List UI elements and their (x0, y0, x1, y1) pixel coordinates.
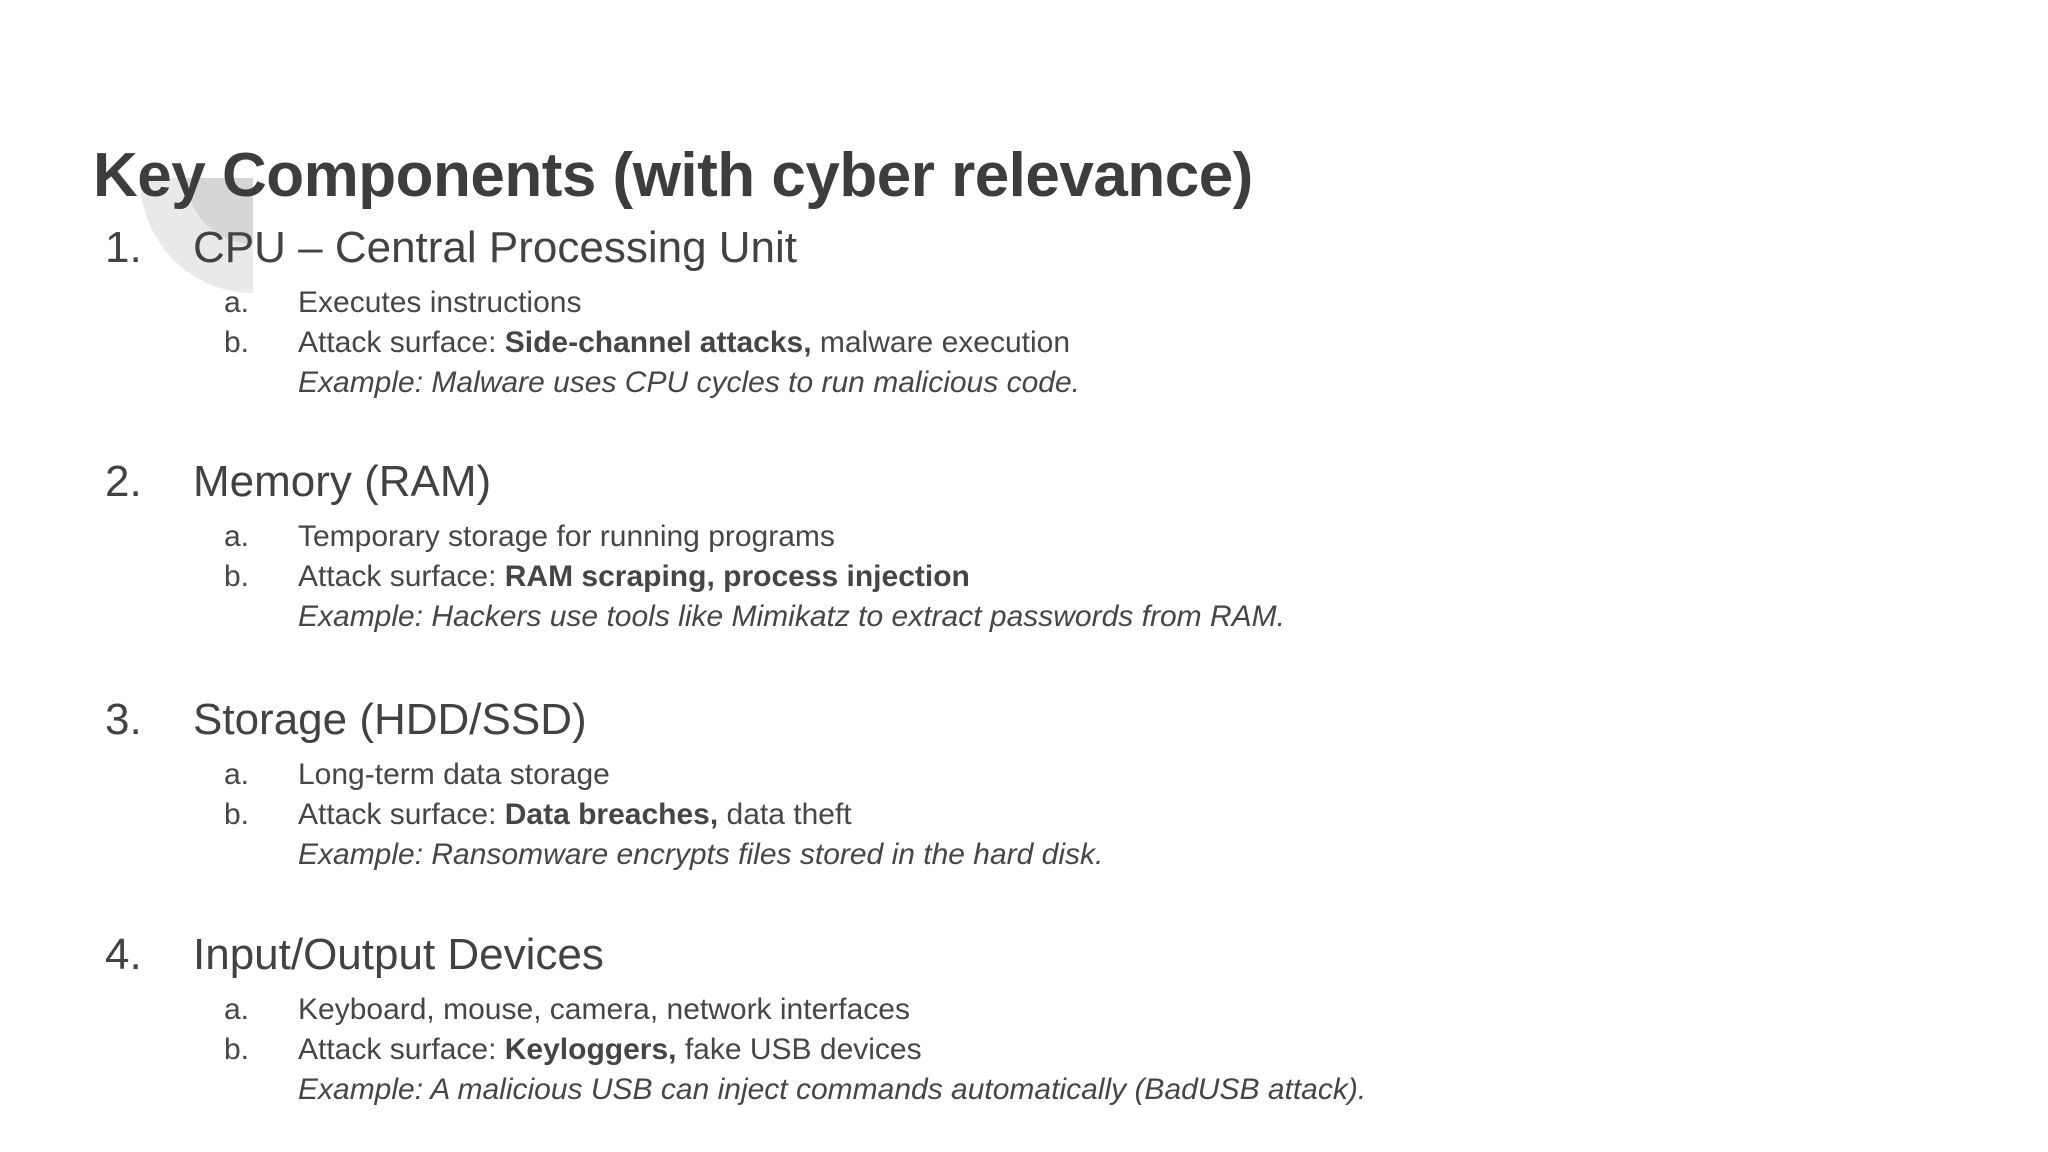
example-text: Example: Hackers use tools like Mimikatz… (298, 600, 1285, 633)
sub-item-a-label: a. (224, 286, 250, 319)
attack-vector-bold: Data breaches, (504, 798, 719, 831)
sub-item-a-label: a. (224, 520, 250, 553)
section-number: 2. (105, 457, 142, 506)
attack-surface-prefix: Attack surface: (298, 326, 505, 359)
section-heading: Input/Output Devices (193, 930, 604, 979)
example-text: Example: Malware uses CPU cycles to run … (298, 366, 1080, 399)
sub-item-a-text: Executes instructions (298, 286, 582, 319)
attack-surface-suffix: malware execution (811, 326, 1071, 359)
section-number: 4. (105, 930, 142, 979)
attack-surface-suffix: data theft (718, 798, 852, 831)
sub-item-b-text: Attack surface: RAM scraping, process in… (298, 559, 970, 595)
sub-item-b-label: b. (224, 798, 250, 831)
sub-item-a-text: Keyboard, mouse, camera, network interfa… (298, 993, 910, 1026)
section-memory: 2. Memory (RAM) a. Temporary storage for… (0, 457, 2048, 667)
sub-item-b-text: Attack surface: Keyloggers, fake USB dev… (298, 1032, 922, 1068)
attack-vector-bold: RAM scraping, process injection (504, 560, 970, 593)
sub-item-a-label: a. (224, 993, 250, 1026)
example-text: Example: A malicious USB can inject comm… (298, 1073, 1367, 1106)
section-io-devices: 4. Input/Output Devices a. Keyboard, mou… (0, 930, 2048, 1140)
section-number: 3. (105, 695, 142, 744)
sub-item-b-label: b. (224, 1033, 250, 1066)
attack-surface-prefix: Attack surface: (298, 1033, 505, 1066)
section-storage: 3. Storage (HDD/SSD) a. Long-term data s… (0, 695, 2048, 905)
attack-vector-bold: Side-channel attacks, (504, 326, 812, 359)
attack-surface-suffix: fake USB devices (676, 1033, 922, 1066)
sub-item-b-label: b. (224, 560, 250, 593)
section-cpu: 1. CPU – Central Processing Unit a. Exec… (0, 223, 2048, 433)
slide-title: Key Components (with cyber relevance) (93, 140, 1253, 210)
section-heading: CPU – Central Processing Unit (193, 223, 798, 272)
sub-item-a-text: Long-term data storage (298, 758, 610, 791)
section-heading: Memory (RAM) (193, 457, 492, 506)
sub-item-a-label: a. (224, 758, 250, 791)
section-number: 1. (105, 223, 142, 272)
sub-item-b-text: Attack surface: Data breaches, data thef… (298, 797, 852, 833)
attack-surface-prefix: Attack surface: (298, 560, 505, 593)
sub-item-a-text: Temporary storage for running programs (298, 520, 835, 553)
example-text: Example: Ransomware encrypts files store… (298, 838, 1104, 871)
sub-item-b-label: b. (224, 326, 250, 359)
attack-vector-bold: Keyloggers, (504, 1033, 677, 1066)
section-heading: Storage (HDD/SSD) (193, 695, 587, 744)
attack-surface-prefix: Attack surface: (298, 798, 505, 831)
sub-item-b-text: Attack surface: Side-channel attacks, ma… (298, 325, 1070, 361)
